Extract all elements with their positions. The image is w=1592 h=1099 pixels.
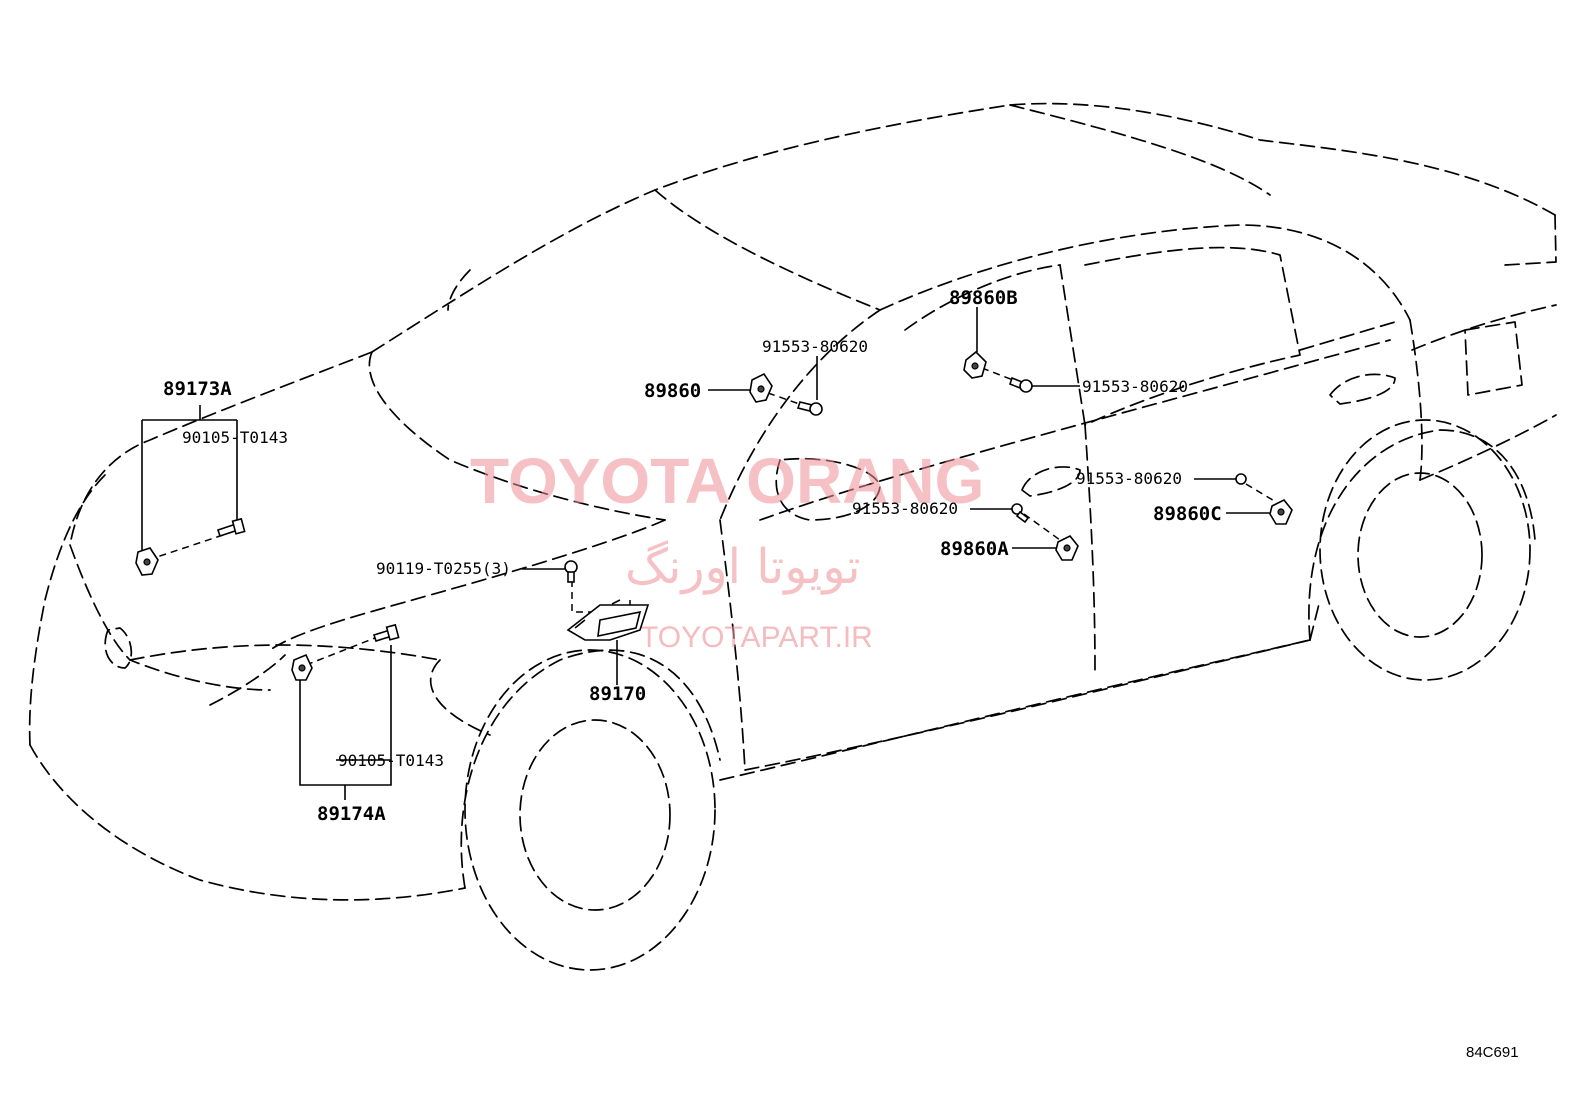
bolt-icon[interactable] [216,517,246,538]
bolt-icon[interactable] [796,401,823,416]
watermark-persian: تویوتا اورنگ [625,539,861,595]
front-sensor-group-upper: 89173A 90105-T0143 [135,378,288,576]
part-label-90119[interactable]: 90119-T0255(3) [376,559,511,578]
sensor-icon[interactable] [1055,534,1079,561]
part-label-89860C[interactable]: 89860C [1153,503,1222,525]
part-label-91553-b[interactable]: 91553-80620 [1082,377,1188,396]
bolt-icon[interactable] [1235,473,1247,485]
sensor-89860-group: 89860 91553-80620 [644,337,868,416]
diagram-code: 84C691 [1466,1044,1519,1061]
part-label-90105-lower[interactable]: 90105-T0143 [338,751,444,770]
sensor-89860A-group: 91553-80620 89860A [852,499,1079,561]
airbag-module-group: 90119-T0255(3) 89170 [376,559,650,705]
sensor-icon[interactable] [135,547,159,576]
bolt-icon[interactable] [1009,376,1033,393]
module-icon[interactable] [566,599,650,641]
sensor-89860C-group: 91553-80620 89860C [1076,469,1293,525]
bolt-icon[interactable] [1011,503,1030,524]
part-label-89860B[interactable]: 89860B [949,287,1018,309]
sensor-icon[interactable] [291,653,313,681]
watermark-brand: TOYOTA ORANG [470,445,984,517]
car-outline [28,102,1557,971]
part-label-91553-c[interactable]: 91553-80620 [1076,469,1182,488]
part-label-89174A[interactable]: 89174A [317,803,386,825]
part-label-89860[interactable]: 89860 [644,380,701,402]
watermark-url: TOYOTAPART.IR [640,621,873,654]
part-label-89860A[interactable]: 89860A [940,538,1009,560]
front-sensor-group-lower: 90105-T0143 89174A [291,623,444,825]
part-label-90105-upper[interactable]: 90105-T0143 [182,428,288,447]
part-label-91553-d[interactable]: 91553-80620 [852,499,958,518]
part-label-91553-a[interactable]: 91553-80620 [762,337,868,356]
part-label-89173A[interactable]: 89173A [163,378,232,400]
bolt-icon[interactable] [564,560,578,583]
sensor-89860B-group: 89860B 91553-80620 [949,287,1188,396]
sensor-icon[interactable] [1269,498,1293,525]
sensor-icon[interactable] [749,372,773,403]
sensor-icon[interactable] [963,350,987,379]
part-label-89170[interactable]: 89170 [589,683,646,705]
bolt-icon[interactable] [372,623,400,642]
